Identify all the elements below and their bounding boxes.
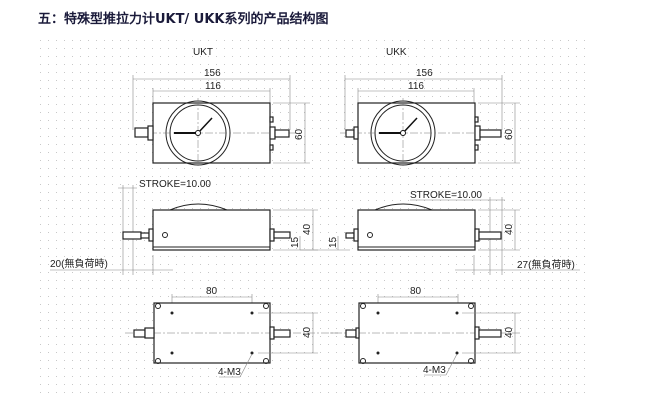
ukk-dim-axis: 15 bbox=[328, 236, 339, 248]
ukk-stroke: STROKE=10.00 bbox=[410, 190, 482, 201]
ukk-dim-body: 116 bbox=[408, 81, 424, 92]
ukt-label: UKT bbox=[193, 47, 213, 58]
ukk-dim-bottom-width: 40 bbox=[504, 326, 515, 338]
page-title: 五：特殊型推拉力计UKT/ UKK系列的产品结构图 bbox=[38, 12, 329, 27]
ukk-dim-holes: 80 bbox=[410, 286, 422, 297]
ukk-screws: 4-M3 bbox=[423, 365, 446, 376]
ukt-stroke: STROKE=10.00 bbox=[139, 179, 211, 190]
ukk-dim-height: 60 bbox=[504, 128, 515, 140]
ukk-dim-side-height: 40 bbox=[504, 223, 515, 235]
ukk-drawing: UKK 156 116 60 STROKE=10.00 bbox=[300, 47, 580, 376]
ukt-dim-bottom-width: 40 bbox=[302, 326, 313, 338]
ukt-dim-side-height: 40 bbox=[302, 223, 313, 235]
ukk-bottom-view: 80 40 4-M3 bbox=[330, 286, 520, 376]
ukt-no-load: 20(無負荷時) bbox=[50, 257, 108, 270]
ukk-dim-overall: 156 bbox=[416, 68, 433, 79]
ukt-dim-overall: 156 bbox=[204, 68, 221, 79]
ukt-front-view: 156 116 60 bbox=[132, 68, 310, 168]
ukk-no-load: 27(無負荷時) bbox=[517, 258, 575, 271]
ukk-front-view: 156 116 60 bbox=[340, 68, 520, 168]
ukt-screws: 4-M3 bbox=[218, 367, 241, 378]
ukt-dim-holes: 80 bbox=[206, 286, 218, 297]
ukt-dim-height: 60 bbox=[294, 128, 305, 140]
ukt-dim-axis: 15 bbox=[290, 236, 301, 248]
ukt-side-view: STROKE=10.00 40 15 20(無負荷時) bbox=[50, 179, 318, 275]
ukk-side-view: STROKE=10.00 40 15 27(無負荷時) bbox=[300, 190, 580, 275]
ukt-bottom-view: 80 40 4-M3 bbox=[125, 286, 340, 378]
ukt-drawing: UKT 156 116 60 STROKE=10.00 bbox=[50, 47, 340, 378]
ukk-label: UKK bbox=[386, 47, 407, 58]
ukt-dim-body: 116 bbox=[205, 81, 221, 92]
